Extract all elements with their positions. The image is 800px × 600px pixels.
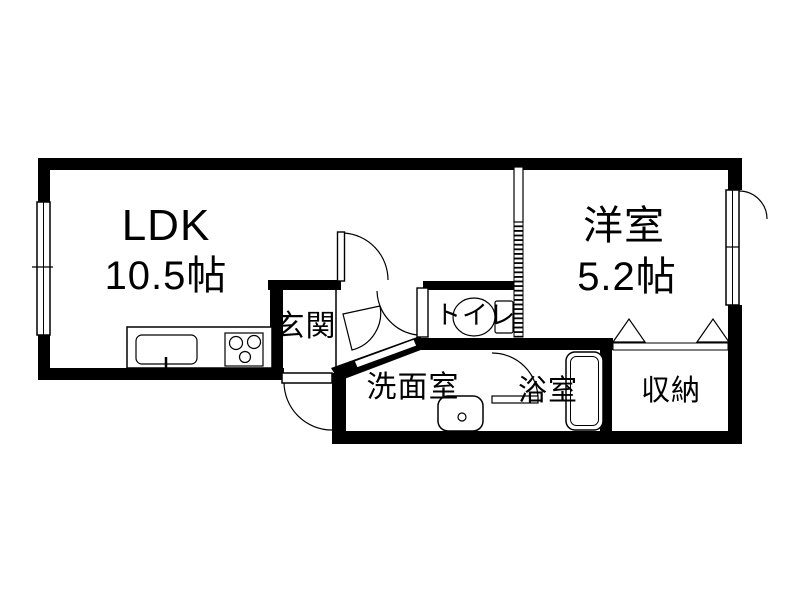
toilet-bowl [452,297,496,337]
bathtub-inner [570,356,599,426]
ldk-door-leaf [336,231,346,282]
ldk-door [336,231,389,282]
bathroom-door-leaf [491,395,539,404]
entrance-label: 玄関 [274,310,337,343]
closet-folding-doors [611,317,731,343]
balcony-door-swing-arc [738,190,768,220]
wall-left-upper [38,158,50,202]
ldk-door-swing-arc [343,232,389,281]
sliding-door-rail [513,221,524,338]
wall-toilet-top [423,281,517,290]
folding-door-mark-right [695,317,731,343]
bathtub-outer [565,351,604,431]
washroom-door-swing [342,305,382,351]
bathroom-label: 浴室 [517,375,578,407]
washroom-door [342,305,418,369]
washroom-door-leaf [353,338,418,369]
ldk-label: LDK [121,201,211,250]
bathtub [565,351,604,431]
washbasin-drain [457,412,467,422]
wall-top [38,158,742,170]
toilet-door [376,287,429,338]
wall-right-lower [728,305,742,444]
ldk-size-label: 10.5帖 [104,254,228,298]
toilet-label: トイレ [434,300,516,330]
bathroom-door [491,352,539,404]
closet-door-track [612,342,729,351]
storage-label: 収納 [640,375,701,407]
wall-bathroom-top [420,338,613,350]
wall-hall-top-left [268,280,341,290]
toilet-door-leaf [416,287,429,338]
wall-bottom [332,431,742,444]
walls [38,158,742,444]
wall-entrance-left [270,282,283,373]
western-room-size-label: 5.2帖 [577,255,677,299]
window-left [32,201,53,336]
washbasin [437,395,484,432]
entrance-door-leaf [281,372,333,384]
entrance-door-swing-arc [283,381,333,431]
wall-washroom-left [332,373,346,444]
folding-door-mark-left [611,317,647,343]
kitchen [126,326,273,371]
burner-icon [238,350,252,364]
bathroom-door-swing-arc [491,352,539,400]
washroom-label: 洗面室 [366,371,460,404]
thin-wall-western-room [513,166,524,223]
toilet-fixture [452,297,514,337]
western-room-label: 洋室 [583,204,665,248]
burner-icon [246,334,262,350]
window-right [725,189,768,306]
wall-ldk-bottom [38,368,284,380]
entrance-door [281,372,333,431]
wall-right-upper [728,158,742,190]
toilet-door-swing-arc [376,290,418,336]
burner-icon [228,335,244,351]
